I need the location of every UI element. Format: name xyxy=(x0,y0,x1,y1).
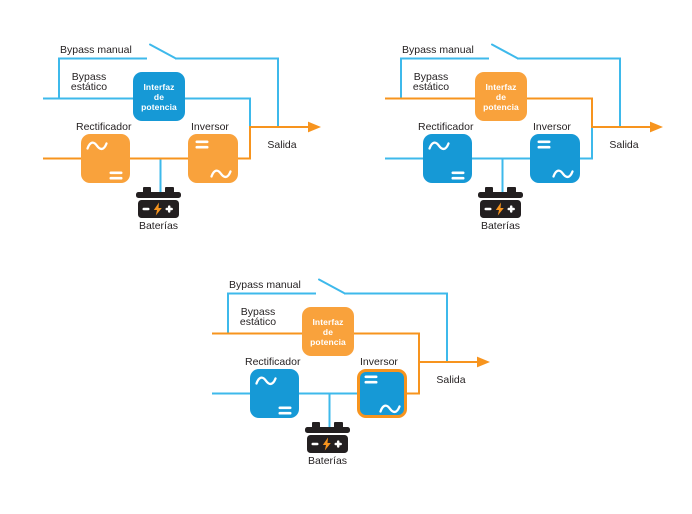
battery-terminal-icon xyxy=(311,422,320,429)
inverter-label: Inversor xyxy=(533,121,571,133)
dc-equals-icon xyxy=(537,140,551,149)
inverter-box xyxy=(188,134,238,183)
inverter-box xyxy=(357,369,407,418)
manual-bypass-label: Bypass manual xyxy=(229,279,301,291)
rectifier-label: Rectificador xyxy=(418,121,474,133)
ac-sine-icon xyxy=(428,141,450,151)
power-interface-label-line1: Interfaz xyxy=(143,81,175,92)
battery-icon xyxy=(305,422,350,454)
output-label: Salida xyxy=(436,374,466,386)
ac-sine-icon xyxy=(210,169,232,179)
rectifier-box xyxy=(81,134,130,183)
battery-lid xyxy=(136,192,181,199)
open-switch-blade-icon xyxy=(149,43,176,59)
lightning-bolt-icon xyxy=(153,202,162,216)
ac-sine-icon xyxy=(379,404,401,414)
battery-body xyxy=(480,199,521,218)
lightning-bolt-icon xyxy=(322,437,331,451)
dc-equals-icon xyxy=(451,171,465,180)
plus-icon xyxy=(509,205,513,213)
power-interface-label-line2: de xyxy=(322,326,334,337)
static-bypass-label: Bypass estático xyxy=(404,71,458,93)
minus-icon xyxy=(142,207,150,211)
minus-icon xyxy=(311,442,319,446)
inverter-label: Inversor xyxy=(360,356,398,368)
rectifier-box xyxy=(250,369,299,418)
ac-sine-icon xyxy=(552,169,574,179)
dc-equals-icon xyxy=(195,140,209,149)
power-interface-box: Interfaz de potencia xyxy=(302,307,354,356)
battery-icon xyxy=(478,187,523,219)
battery-body xyxy=(307,434,348,453)
static-bypass-label-line1: Bypass xyxy=(413,71,449,83)
static-bypass-label: Bypass estático xyxy=(62,71,116,93)
diagram-static-bypass: Bypass manual Bypass estático Rectificad… xyxy=(370,28,692,263)
dc-equals-icon xyxy=(278,406,292,415)
power-interface-label-line2: de xyxy=(153,91,165,102)
open-switch-blade-icon xyxy=(491,43,518,59)
static-bypass-label-line2: estático xyxy=(70,80,108,93)
battery-icon xyxy=(136,187,181,219)
output-label: Salida xyxy=(609,139,639,151)
diagram-double-conversion: Bypass manual Bypass estático Rectificad… xyxy=(28,28,368,263)
plus-icon xyxy=(167,205,171,213)
rectifier-label: Rectificador xyxy=(76,121,132,133)
battery-lid xyxy=(478,192,523,199)
batteries-label: Baterías xyxy=(138,220,179,232)
ac-sine-icon xyxy=(86,141,108,151)
power-interface-label-line1: Interfaz xyxy=(312,316,344,327)
rectifier-label: Rectificador xyxy=(245,356,301,368)
power-interface-label: Interfaz de potencia xyxy=(483,82,519,112)
plus-icon xyxy=(336,440,340,448)
batteries-label: Baterías xyxy=(480,220,521,232)
static-bypass-label-line1: Bypass xyxy=(71,71,107,83)
power-interface-label-line3: potencia xyxy=(483,101,519,112)
output-arrowhead-icon xyxy=(650,121,663,133)
manual-bypass-label: Bypass manual xyxy=(60,44,132,56)
open-switch-blade-icon xyxy=(318,278,345,294)
power-interface-box: Interfaz de potencia xyxy=(475,72,527,121)
output-arrowhead-icon xyxy=(477,356,490,368)
battery-markings xyxy=(142,202,173,216)
ac-sine-icon xyxy=(255,376,277,386)
battery-terminal-icon xyxy=(334,422,343,429)
inverter-box xyxy=(530,134,580,183)
battery-lid xyxy=(305,427,350,434)
battery-terminal-icon xyxy=(165,187,174,194)
battery-terminal-icon xyxy=(142,187,151,194)
power-interface-label-line3: potencia xyxy=(141,101,177,112)
output-label: Salida xyxy=(267,139,297,151)
static-bypass-label-line2: estático xyxy=(412,80,450,93)
dc-equals-icon xyxy=(109,171,123,180)
battery-body xyxy=(138,199,179,218)
output-arrowhead-icon xyxy=(308,121,321,133)
power-interface-box: Interfaz de potencia xyxy=(133,72,185,121)
battery-markings xyxy=(484,202,515,216)
static-bypass-label-line2: estático xyxy=(239,315,277,328)
battery-terminal-icon xyxy=(507,187,516,194)
static-bypass-label-line1: Bypass xyxy=(240,306,276,318)
power-interface-label-line1: Interfaz xyxy=(485,81,517,92)
battery-terminal-icon xyxy=(484,187,493,194)
battery-markings xyxy=(311,437,342,451)
manual-bypass-label: Bypass manual xyxy=(402,44,474,56)
minus-icon xyxy=(484,207,492,211)
lightning-bolt-icon xyxy=(495,202,504,216)
power-interface-label: Interfaz de potencia xyxy=(310,317,346,347)
dc-equals-icon xyxy=(364,375,378,384)
inverter-label: Inversor xyxy=(191,121,229,133)
static-bypass-label: Bypass estático xyxy=(231,306,285,328)
power-interface-label-line2: de xyxy=(495,91,507,102)
diagram-bypass-inverter-highlighted: Bypass manual Bypass estático Rectificad… xyxy=(197,263,537,498)
power-interface-label-line3: potencia xyxy=(310,336,346,347)
power-interface-label: Interfaz de potencia xyxy=(141,82,177,112)
batteries-label: Baterías xyxy=(307,455,348,467)
rectifier-box xyxy=(423,134,472,183)
wiring-diagram-1 xyxy=(43,43,321,193)
